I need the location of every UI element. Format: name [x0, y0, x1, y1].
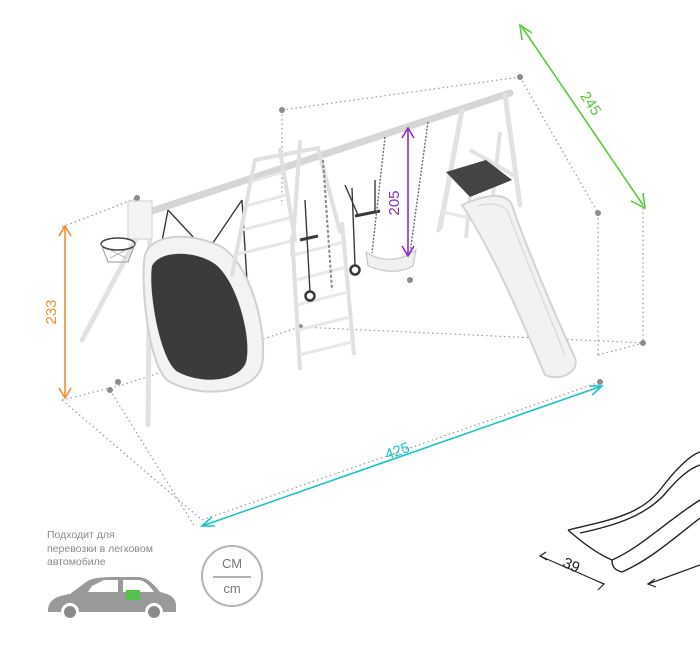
transport-note-line-2: перевозки в легковом	[47, 542, 153, 555]
slide-width-dimension	[538, 551, 700, 591]
units-icon: СМ cm	[201, 545, 263, 607]
units-bottom-label: cm	[223, 581, 241, 596]
height-dimension	[58, 224, 72, 400]
seat-swing	[365, 121, 429, 272]
slide-detail	[567, 451, 700, 573]
width-label: 425	[383, 439, 412, 463]
transport-note-line-3: автомобиле	[47, 556, 106, 568]
slide	[460, 195, 577, 379]
main-beam	[136, 89, 514, 219]
units-top-label: СМ	[221, 556, 243, 571]
climbing-frame-rungs	[237, 170, 293, 256]
bounding-box	[61, 76, 646, 528]
depth-dimension	[518, 23, 646, 210]
car-icon	[48, 577, 176, 621]
gym-rings	[299, 180, 381, 302]
rope-ladder	[290, 159, 356, 371]
units-divider	[213, 576, 251, 578]
inner-height-dimension	[401, 126, 415, 258]
basketball-hoop	[100, 200, 153, 263]
transport-note: Подходит для перевозки в легковом автомо…	[47, 529, 207, 570]
slide-width-label: 39	[560, 554, 582, 576]
height-label: 233	[43, 299, 60, 324]
inner-height-label: 205	[386, 190, 403, 215]
width-dimension	[199, 385, 605, 527]
transport-note-line-1: Подходит для	[47, 529, 115, 541]
